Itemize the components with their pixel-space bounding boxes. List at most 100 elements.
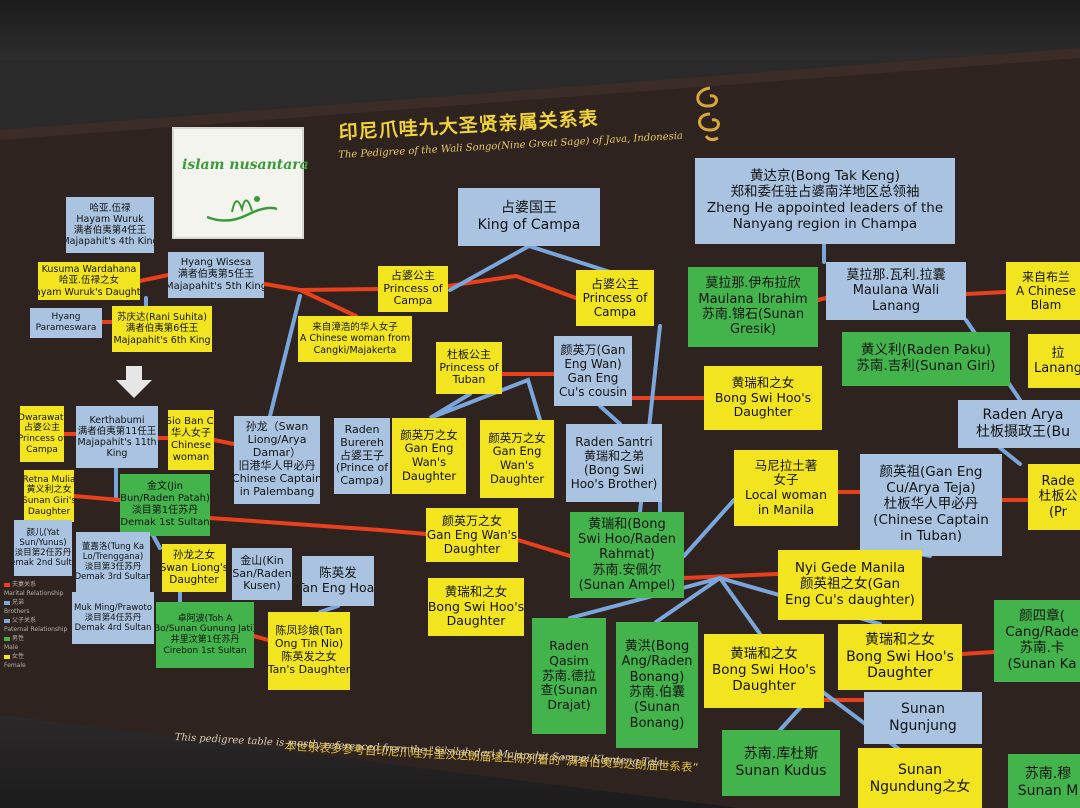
- node-line: Demak 4rd Sultan: [74, 623, 152, 633]
- node-line: King of Campa: [477, 217, 581, 233]
- connector-line: [682, 498, 736, 558]
- node-line: Campa): [340, 474, 384, 488]
- node-line: Campa: [393, 294, 433, 308]
- connector-line: [568, 576, 722, 620]
- node-line: Raden: [344, 422, 380, 436]
- connector-line: [268, 294, 302, 418]
- node-line: Tuban: [452, 373, 486, 387]
- connector-line: [516, 538, 572, 558]
- node-line: Sun/Yunus): [19, 537, 67, 548]
- node-raden-paku: 黄义利(Raden Paku)苏南.吉利(Sunan Giri): [842, 332, 1010, 386]
- node-line: Bong Swi Hoo's: [714, 389, 812, 405]
- connector-line: [718, 576, 762, 636]
- node-line: 哈亚.伍禄之女: [58, 275, 120, 287]
- node-line: 苏南.穆: [1024, 766, 1072, 783]
- node-line: Ngundung之女: [869, 779, 971, 795]
- node-line: 颜英万之女: [441, 513, 502, 528]
- node-line: 华人女子: [171, 428, 211, 440]
- node-line: in Manila: [757, 501, 815, 517]
- node-line: Swi Hoo/Raden: [578, 532, 676, 547]
- connector-line: [298, 288, 358, 318]
- node-line: Kusen): [243, 579, 281, 593]
- legend-label: Brothers: [4, 608, 30, 615]
- node-line: 孙龙（Swan: [245, 420, 309, 434]
- legend-item: 父子关系: [4, 616, 52, 625]
- node-line: Princess of: [582, 290, 648, 305]
- node-line: Raden Santri: [575, 434, 653, 449]
- node-line: Kusuma Wardahana: [41, 264, 137, 276]
- node-line: (Pr: [1048, 504, 1068, 520]
- legend-swatch: [4, 654, 10, 659]
- legend-label: Paternal Relationship: [4, 626, 68, 633]
- node-line: Ong Tin Nio): [274, 637, 344, 651]
- node-line: Damar）: [252, 446, 302, 460]
- connector-line: [72, 494, 122, 502]
- connector-line: [212, 438, 236, 446]
- legend-label: 女性: [12, 653, 25, 660]
- node-line: Kerthabumi: [89, 414, 145, 426]
- node-line: 莫拉那.伊布拉欣: [705, 276, 801, 292]
- node-line: 黄瑞和之女: [730, 646, 798, 663]
- node-line: 占婆公主: [23, 423, 60, 434]
- node-line: Demak 3rd Sultan: [76, 572, 150, 583]
- connector-line: [778, 706, 802, 732]
- legend-item: 兄弟: [4, 598, 52, 607]
- legend-swatch: [4, 636, 10, 641]
- node-line: 淡目第3任苏丹: [84, 562, 142, 572]
- connector-line: [446, 273, 578, 300]
- node-line: 旧港华人甲必丹: [238, 459, 316, 472]
- node-line: 杜板公主: [447, 347, 491, 361]
- legend-swatch: [4, 600, 10, 605]
- node-line: Sunan: [900, 701, 946, 718]
- node-line: 占婆公主: [590, 276, 639, 291]
- node-line: Sunan M: [1017, 783, 1079, 799]
- node-line: woman: [172, 451, 210, 463]
- node-line: 苏南.安佩尔: [592, 562, 662, 578]
- node-line: 莫拉那.瓦利.拉囊: [846, 268, 946, 283]
- node-line: Daughter: [401, 468, 457, 483]
- node-line: Cu/Arya Teja): [886, 480, 976, 497]
- node-line: 淡目第1任苏丹: [131, 505, 199, 516]
- node-line: (Sunan Ka: [1007, 655, 1077, 672]
- node-line: in Tuban): [899, 527, 962, 544]
- node-line: Cangki/Majakerta: [313, 344, 397, 356]
- legend-swatch: [4, 582, 10, 587]
- connector-line: [964, 290, 1008, 296]
- connector-line: [527, 244, 612, 274]
- node-line: Sunan: [897, 762, 943, 779]
- node-line: (Chinese Captain: [873, 511, 989, 528]
- node-line: Drajat): [547, 697, 591, 713]
- node-line: 黄瑞和之女: [865, 632, 935, 649]
- node-line: Lanang: [1034, 361, 1080, 376]
- connector-line: [960, 650, 996, 656]
- node-line: A Chinese: [1016, 283, 1076, 298]
- node-line: 苏南.德拉: [542, 667, 596, 683]
- node-line: Hayam Wuruk: [76, 213, 144, 225]
- node-line: Sunan Giri's: [24, 496, 74, 506]
- node-line: 杜板摄政王(Bu: [976, 424, 1070, 440]
- connector-line: [998, 446, 1022, 466]
- node-line: 满者伯夷第5任王: [177, 269, 255, 281]
- node-line: 满者伯夷第6任王: [125, 323, 199, 335]
- node-line: 马尼拉土著: [754, 457, 818, 473]
- node-line: 黄义利之女: [26, 485, 72, 496]
- connector-line: [252, 634, 270, 642]
- legend-item: Female: [4, 661, 52, 670]
